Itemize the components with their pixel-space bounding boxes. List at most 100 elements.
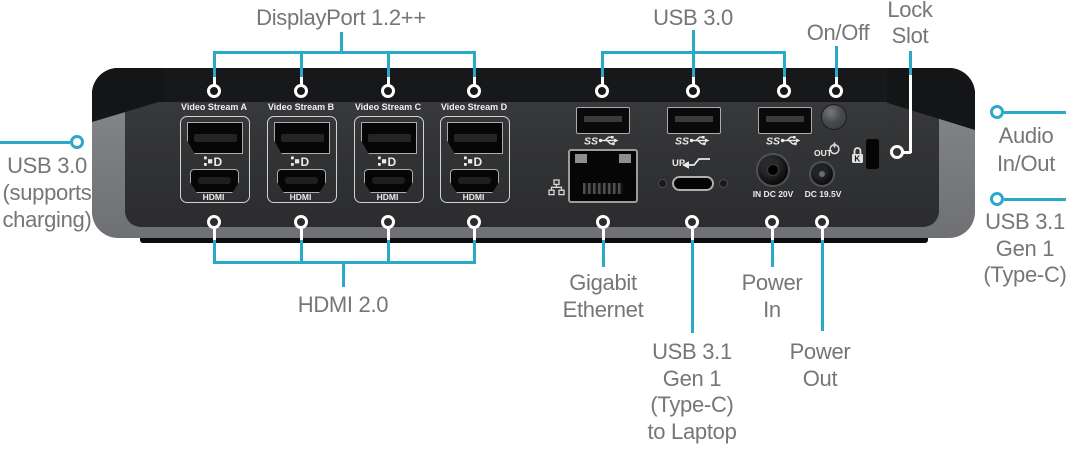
on-off-label: On/Off xyxy=(806,20,870,45)
gigabit-line1: Gigabit xyxy=(569,270,637,295)
video-stream-b-group: D HDMI xyxy=(267,116,337,203)
audio-line2: In/Out xyxy=(996,150,1056,176)
dock-top-band xyxy=(92,68,975,102)
leader-line xyxy=(691,229,694,240)
leader-line xyxy=(300,51,303,77)
usb31-laptop-line2: Gen 1 xyxy=(662,365,722,391)
usb31-right-label: USB 3.1 Gen 1 (Type-C) xyxy=(980,209,1066,289)
leader-line xyxy=(602,240,605,267)
lock-slot-label-line2: Slot xyxy=(891,23,929,48)
displayport-logo-icon: D xyxy=(204,155,224,173)
audio-label: Audio In/Out xyxy=(986,122,1066,177)
usb31-right-line2: Gen 1 xyxy=(995,235,1055,261)
video-stream-d-group: D HDMI xyxy=(440,116,510,203)
leader-line xyxy=(213,240,216,263)
power-button xyxy=(821,104,847,130)
displayport-port xyxy=(361,122,417,154)
video-stream-a-label: Video Stream A xyxy=(180,102,248,112)
displayport-logo-icon: D xyxy=(378,155,398,173)
svg-text:D: D xyxy=(214,155,223,168)
superspeed-usb-icon: SS xyxy=(584,134,621,152)
superspeed-usb-icon: SS xyxy=(766,134,803,152)
usbc-up-icon: UP xyxy=(671,156,715,174)
port-marker xyxy=(815,215,829,229)
power-out-top-label: OUT xyxy=(814,148,832,158)
video-stream-d-label: Video Stream D xyxy=(440,102,508,112)
port-marker xyxy=(686,84,700,98)
port-marker xyxy=(765,215,779,229)
leader-line xyxy=(692,51,695,77)
leader-line xyxy=(342,261,345,287)
usb3-left-line1: USB 3.0 xyxy=(7,153,87,178)
leader-line xyxy=(340,32,343,52)
usb3-left-line2: (supports xyxy=(2,180,92,205)
displayport-logo-icon: D xyxy=(291,155,311,173)
hdmi-port-label: HDMI xyxy=(202,192,225,202)
leader-line xyxy=(300,229,303,240)
lock-slot-opening xyxy=(866,139,879,169)
leader-line xyxy=(1004,198,1066,201)
video-stream-b-label: Video Stream B xyxy=(267,102,335,112)
port-marker xyxy=(467,215,481,229)
svg-text:SS: SS xyxy=(584,136,598,148)
gigabit-line2: Ethernet xyxy=(562,296,644,322)
leader-line xyxy=(909,75,912,153)
port-marker xyxy=(207,84,221,98)
port-marker xyxy=(685,215,699,229)
power-symbol-icon xyxy=(828,142,841,160)
screw-hole xyxy=(719,179,728,188)
leader-line xyxy=(387,51,390,77)
port-marker xyxy=(990,105,1004,119)
leader-line xyxy=(783,51,786,77)
svg-text:D: D xyxy=(474,155,483,168)
usb3-top-label: USB 3.0 xyxy=(653,5,733,30)
video-stream-a-group: D HDMI xyxy=(180,116,250,203)
leader-line xyxy=(692,77,695,85)
usb31-laptop-line4: to Laptop xyxy=(647,418,737,444)
leader-line xyxy=(0,141,70,144)
usb-a-port-1 xyxy=(576,107,630,134)
leader-line xyxy=(835,77,838,85)
leader-line xyxy=(601,77,604,85)
leader-line xyxy=(821,229,824,240)
leader-line xyxy=(771,229,774,240)
power-in-label: Power In xyxy=(730,270,814,323)
hdmi-port xyxy=(277,169,326,193)
port-marker xyxy=(467,84,481,98)
port-marker xyxy=(381,215,395,229)
usb31-right-line1: USB 3.1 xyxy=(985,209,1065,234)
audio-line1: Audio xyxy=(998,123,1054,148)
leader-line xyxy=(473,240,476,263)
displayport-logo-icon: D xyxy=(464,155,484,173)
power-out-line2: Out xyxy=(802,365,838,391)
leader-line xyxy=(387,77,390,85)
svg-text:K: K xyxy=(854,155,860,164)
port-marker xyxy=(890,145,904,159)
kensington-lock-icon: K xyxy=(851,146,864,169)
leader-line xyxy=(387,240,390,263)
displayport-port xyxy=(187,122,243,154)
leader-line xyxy=(473,229,476,240)
power-out-line1: Power xyxy=(789,339,851,364)
leader-line xyxy=(300,77,303,85)
leader-line xyxy=(473,51,476,77)
power-in-line1: Power xyxy=(741,270,803,295)
leader-line xyxy=(692,30,695,51)
port-marker xyxy=(381,84,395,98)
power-in-jack xyxy=(756,153,790,187)
lock-slot-label: Lock Slot xyxy=(876,0,944,49)
leader-line xyxy=(771,240,774,267)
hdmi-port-label: HDMI xyxy=(376,192,399,202)
power-out-jack-label: DC 19.5V xyxy=(804,189,842,199)
leader-line xyxy=(213,77,216,85)
video-stream-c-label: Video Stream C xyxy=(354,102,422,112)
leader-line xyxy=(213,51,216,77)
hdmi-port xyxy=(364,169,413,193)
leader-line xyxy=(821,240,824,331)
leader-line xyxy=(691,240,694,333)
usb3-left-label: USB 3.0 (supports charging) xyxy=(0,152,97,233)
power-in-jack-label: IN DC 20V xyxy=(752,189,794,199)
usb31-laptop-line1: USB 3.1 xyxy=(652,339,732,364)
leader-line xyxy=(602,229,605,240)
